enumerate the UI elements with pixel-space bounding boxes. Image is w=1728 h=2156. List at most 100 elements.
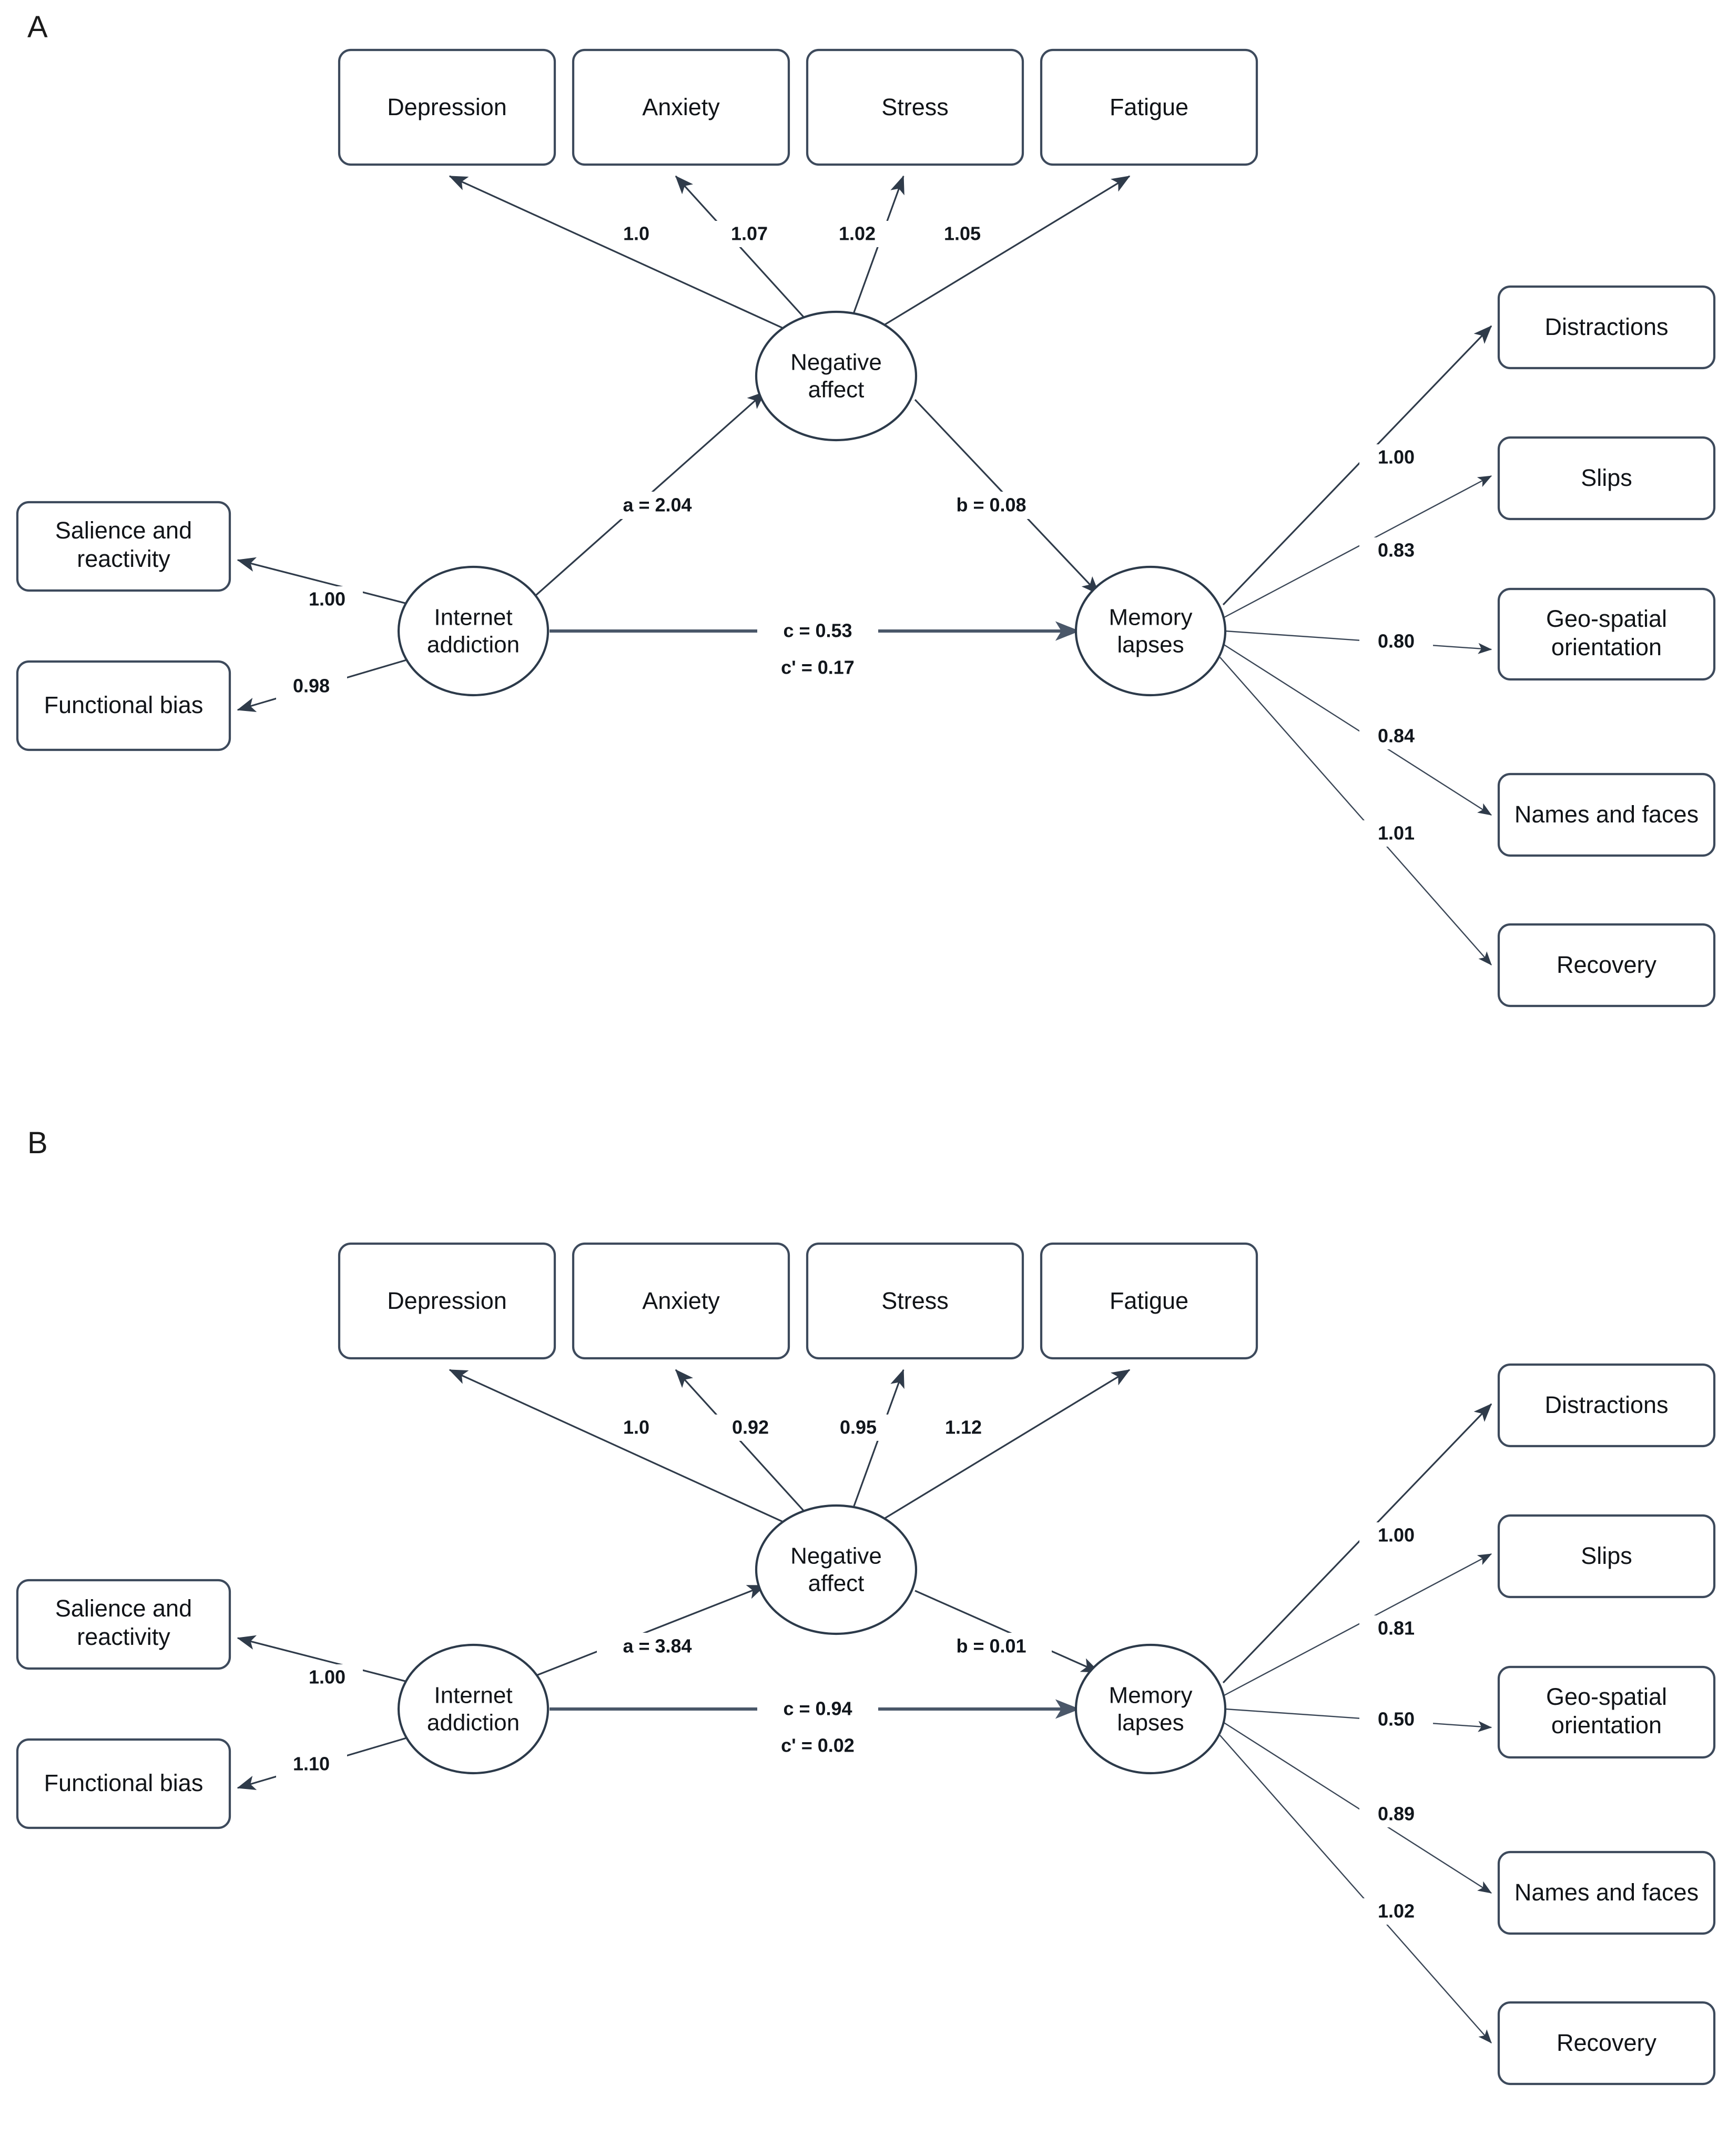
loading-depression-b: 1.0: [623, 1417, 649, 1438]
box-depression-b-label: Depression: [387, 1287, 507, 1314]
loading-fatigue-a: 1.05: [944, 223, 981, 245]
edge-memory-lapses-to-distractions: [1222, 325, 1492, 606]
box-stress-b[interactable]: [806, 1242, 1024, 1360]
ellipse-memory-lapses-a[interactable]: [1074, 565, 1227, 697]
edge-memory-lapses-to-distractions-b: [1222, 1403, 1492, 1684]
loading-stress-a: 1.02: [839, 223, 876, 245]
box-functional-bias-a[interactable]: [16, 660, 231, 751]
box-fatigue-a[interactable]: [1040, 48, 1258, 166]
ellipse-negative-affect-a-line1: Negative: [790, 350, 882, 375]
box-functional-bias-a-label: Functional bias: [44, 691, 204, 718]
box-names-faces-a[interactable]: [1497, 772, 1716, 857]
ellipse-negative-affect-b-line1: Negative: [790, 1543, 882, 1569]
box-names-faces-b[interactable]: [1497, 1850, 1716, 1935]
box-stress-b-label: Stress: [881, 1287, 949, 1314]
edge-negative-affect-to-fatigue: [847, 175, 1131, 348]
box-fatigue-b[interactable]: [1040, 1242, 1258, 1360]
loading-functional-bias-b-bg: [276, 1751, 347, 1777]
box-depression-b[interactable]: [338, 1242, 556, 1360]
box-names-faces-a-label: Names and faces: [1514, 801, 1699, 828]
box-depression-a-label: Depression: [387, 94, 507, 120]
loading-distractions-b-bg: [1359, 1522, 1433, 1549]
loading-names-faces-b-bg: [1359, 1801, 1433, 1827]
box-distractions-b[interactable]: [1497, 1363, 1716, 1448]
loading-depression-b-bg: [607, 1415, 665, 1441]
ellipse-memory-lapses-a-line2: lapses: [1117, 632, 1184, 658]
loading-anxiety-b-bg: [715, 1415, 786, 1441]
edge-memory-lapses-to-slips-b: [1223, 1553, 1492, 1697]
box-anxiety-b-label: Anxiety: [642, 1287, 720, 1314]
loading-stress-b-bg: [823, 1415, 894, 1441]
loading-salience-b-bg: [292, 1664, 363, 1691]
ellipse-internet-addiction-a[interactable]: [397, 565, 550, 697]
box-geospatial-a-line1: Geo-spatial: [1546, 605, 1667, 632]
ellipse-negative-affect-b-line2: affect: [808, 1571, 865, 1596]
box-depression-a[interactable]: [338, 48, 556, 166]
box-slips-b-label: Slips: [1581, 1542, 1632, 1569]
box-slips-a[interactable]: [1497, 436, 1716, 521]
box-anxiety-b[interactable]: [572, 1242, 790, 1360]
loading-names-faces-a-bg: [1359, 723, 1433, 749]
box-salience-reactivity-b[interactable]: [16, 1579, 231, 1670]
path-a-label-b-bg: [597, 1633, 718, 1660]
edge-internet-addiction-to-salience: [237, 557, 416, 607]
loading-distractions-a: 1.00: [1378, 446, 1415, 468]
box-geospatial-b[interactable]: [1497, 1665, 1716, 1759]
edge-path-b-b: [914, 1590, 1100, 1673]
panel-b: B Depression Anxiety: [0, 1078, 1728, 2155]
path-b-label-b-bg: [931, 1633, 1052, 1660]
box-distractions-b-label: Distractions: [1544, 1391, 1668, 1418]
loading-stress-b: 0.95: [840, 1417, 877, 1438]
loading-anxiety-a-bg: [715, 221, 784, 247]
loading-recovery-a-bg: [1359, 820, 1433, 847]
loading-functional-bias-a-bg: [276, 673, 347, 699]
box-slips-b[interactable]: [1497, 1514, 1716, 1599]
ellipse-negative-affect-a[interactable]: [755, 310, 918, 442]
box-anxiety-a[interactable]: [572, 48, 790, 166]
path-b-label-a: b = 0.08: [956, 494, 1026, 516]
box-geospatial-a[interactable]: [1497, 587, 1716, 681]
edge-memory-lapses-to-recovery-b: [1219, 1735, 1492, 2043]
box-distractions-a[interactable]: [1497, 285, 1716, 370]
loading-recovery-a: 1.01: [1378, 822, 1415, 844]
loading-geospatial-b-bg: [1359, 1706, 1433, 1733]
loading-salience-a: 1.00: [309, 588, 345, 610]
ellipse-internet-addiction-a-line1: Internet: [434, 605, 512, 630]
ellipse-memory-lapses-a-line1: Memory: [1109, 605, 1193, 630]
loading-slips-a-bg: [1359, 537, 1433, 564]
box-stress-a[interactable]: [806, 48, 1024, 166]
loading-depression-a: 1.0: [623, 223, 649, 245]
box-recovery-b[interactable]: [1497, 2001, 1716, 2086]
path-c-prime-label-a: c' = 0.17: [781, 657, 855, 678]
ellipse-internet-addiction-b-line2: addiction: [427, 1710, 520, 1736]
box-functional-bias-b[interactable]: [16, 1738, 231, 1829]
box-geospatial-b-line1: Geo-spatial: [1546, 1683, 1667, 1710]
ellipse-internet-addiction-b[interactable]: [397, 1643, 550, 1775]
ellipse-negative-affect-b[interactable]: [755, 1504, 918, 1635]
edge-path-a-b: [531, 1584, 766, 1679]
edge-memory-lapses-to-names-faces: [1223, 643, 1492, 816]
edge-memory-lapses-to-names-faces-b: [1223, 1721, 1492, 1894]
panel-a: A Depression Anxiety: [16, 10, 1716, 1008]
box-distractions-a-label: Distractions: [1544, 313, 1668, 340]
ellipse-memory-lapses-b-line2: lapses: [1117, 1710, 1184, 1736]
panel-a-label: A: [27, 10, 48, 44]
path-c-prime-label-b: c' = 0.02: [781, 1735, 855, 1756]
path-b-label-b: b = 0.01: [956, 1635, 1026, 1657]
ellipse-memory-lapses-b[interactable]: [1074, 1643, 1227, 1775]
loading-functional-bias-a: 0.98: [293, 675, 330, 697]
loading-slips-a: 0.83: [1378, 540, 1415, 561]
box-salience-reactivity-a[interactable]: [16, 501, 231, 592]
path-a-label-a-bg: [597, 492, 718, 519]
loading-stress-a-bg: [823, 221, 891, 247]
ellipse-internet-addiction-b-line1: Internet: [434, 1683, 512, 1708]
box-geospatial-a-line2: orientation: [1551, 634, 1662, 660]
loading-salience-b: 1.00: [309, 1666, 345, 1688]
loading-fatigue-a-bg: [928, 221, 997, 247]
loading-fatigue-b: 1.12: [945, 1417, 982, 1438]
loading-recovery-b-bg: [1359, 1898, 1433, 1925]
path-c-label-b-bg: [757, 1696, 878, 1723]
box-recovery-a[interactable]: [1497, 923, 1716, 1008]
loading-names-faces-b: 0.89: [1378, 1803, 1415, 1825]
ellipse-negative-affect-a-line2: affect: [808, 377, 865, 403]
